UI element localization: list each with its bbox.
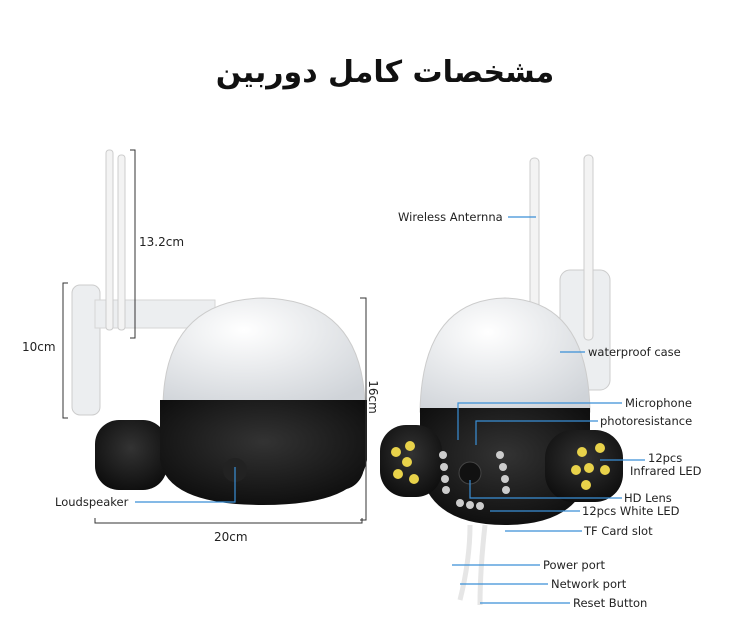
case-label: waterproof case [588,345,681,359]
bracket-height-label: 10cm [22,340,56,354]
microphone-label: Microphone [625,396,692,410]
ir-led-count-label: 12pcs [648,451,683,465]
camera-width-label: 20cm [214,530,248,544]
ir-led-label: Infrared LED [630,464,702,478]
antenna-label: Wireless Anternna [398,210,503,224]
antenna-height-label: 13.2cm [139,235,185,249]
page-title: مشخصات کامل دوربین [215,55,555,90]
white-led-label: 12pcs White LED [582,504,680,518]
tf-card-label: TF Card slot [584,524,653,538]
lens-label: HD Lens [624,491,672,505]
power-port-label: Power port [543,558,605,572]
rear-camera-view [380,154,645,606]
reset-button-label: Reset Button [573,596,648,610]
photoresistance-label: photoresistance [600,414,693,428]
front-camera-view [62,149,367,524]
loudspeaker-label: Loudspeaker [55,495,129,509]
network-port-label: Network port [551,577,627,591]
camera-height-label: 16cm [365,380,380,414]
